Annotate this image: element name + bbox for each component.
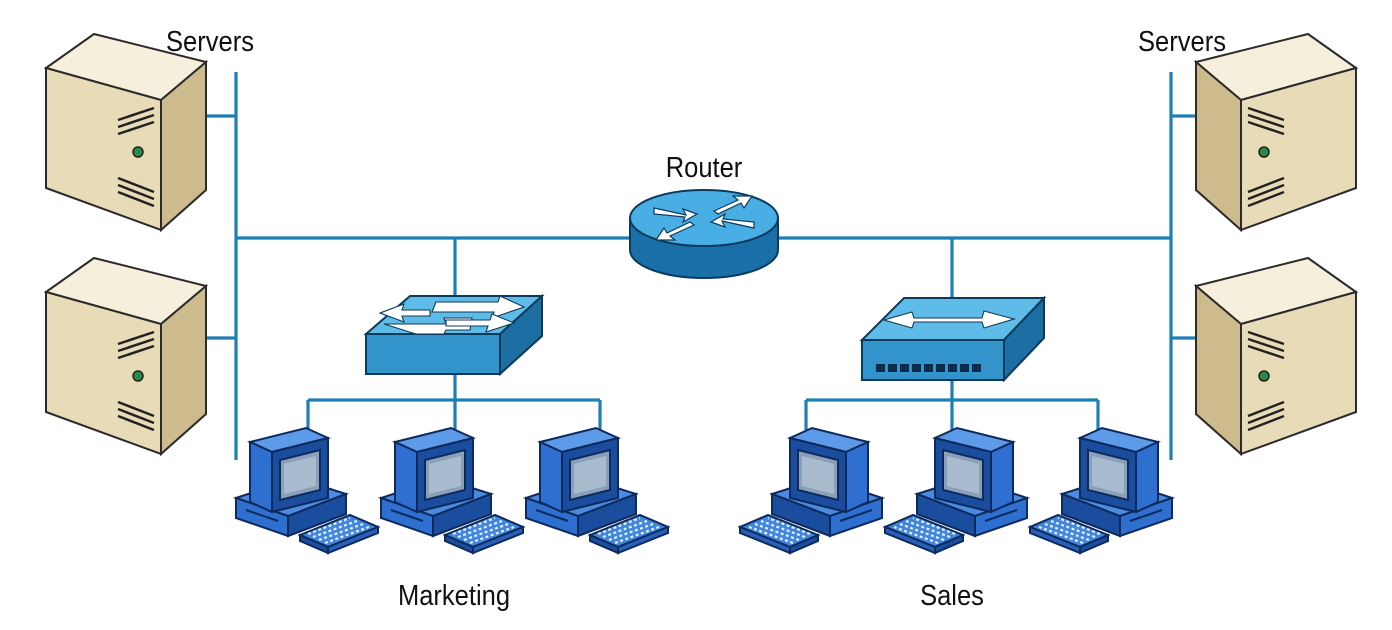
server-right-top [1194,32,1358,232]
router-label: Router [665,152,743,184]
workstation-icon [1061,427,1173,537]
workstation-icon [771,427,883,537]
network-links [160,72,1240,460]
server-left-top [44,32,208,232]
workstation-icon [235,427,347,537]
workstation-icon [380,427,492,537]
marketing-workstation-2 [380,427,525,555]
server-icon [44,32,208,232]
sales-workstation-1 [738,427,883,555]
sales-workstation-3 [1028,427,1173,555]
server-left-bottom [44,256,208,456]
router-icon [629,189,779,279]
server-right-bottom [1194,256,1358,456]
sales-label: Sales [920,580,984,612]
marketing-label: Marketing [397,580,511,612]
servers-left-label: Servers [166,26,254,58]
switch-icon [859,295,1047,383]
marketing-workstation-3 [525,427,670,555]
workstation-icon [916,427,1028,537]
server-icon [1194,256,1358,456]
marketing-workstation-1 [235,427,380,555]
server-icon [44,256,208,456]
workstation-icon [525,427,637,537]
servers-right-label: Servers [1138,26,1226,58]
server-icon [1194,32,1358,232]
switch-icon [363,293,545,377]
sales-workstation-2 [883,427,1028,555]
